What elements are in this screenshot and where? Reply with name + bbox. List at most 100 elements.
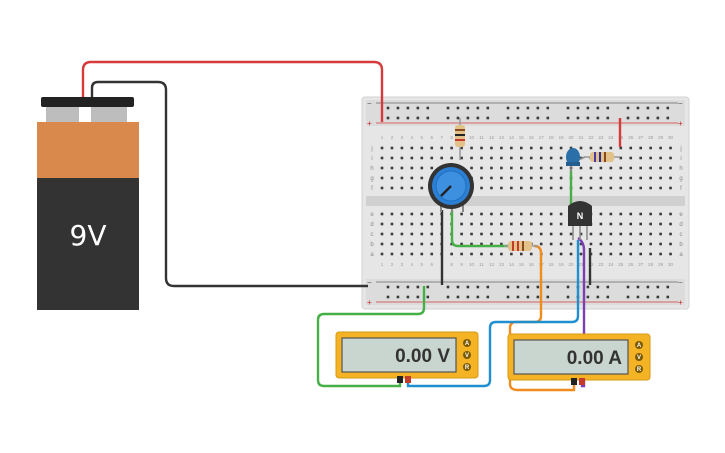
terminal-hole[interactable] xyxy=(500,252,503,256)
terminal-hole[interactable] xyxy=(500,146,503,150)
rail-hole[interactable] xyxy=(446,295,450,299)
terminal-hole[interactable] xyxy=(579,232,583,236)
terminal-hole[interactable] xyxy=(609,222,613,226)
terminal-hole[interactable] xyxy=(420,186,424,190)
terminal-hole[interactable] xyxy=(520,232,523,236)
terminal-hole[interactable] xyxy=(450,252,453,256)
terminal-hole[interactable] xyxy=(470,146,473,150)
terminal-hole[interactable] xyxy=(520,156,523,160)
rail-hole[interactable] xyxy=(536,295,540,299)
terminal-hole[interactable] xyxy=(500,156,503,160)
terminal-hole[interactable] xyxy=(659,242,662,246)
terminal-hole[interactable] xyxy=(629,252,633,256)
terminal-hole[interactable] xyxy=(500,176,503,180)
rail-hole[interactable] xyxy=(416,116,420,120)
terminal-hole[interactable] xyxy=(559,166,563,170)
terminal-hole[interactable] xyxy=(420,212,424,216)
rail-hole[interactable] xyxy=(576,116,580,120)
terminal-hole[interactable] xyxy=(609,176,613,180)
rail-hole[interactable] xyxy=(456,285,460,289)
rail-hole[interactable] xyxy=(656,295,660,299)
terminal-hole[interactable] xyxy=(559,156,563,160)
terminal-hole[interactable] xyxy=(500,232,503,236)
terminal-hole[interactable] xyxy=(510,212,513,216)
rail-hole[interactable] xyxy=(396,116,400,120)
terminal-hole[interactable] xyxy=(629,156,633,160)
rail-hole[interactable] xyxy=(566,116,570,120)
terminal-hole[interactable] xyxy=(410,166,414,170)
terminal-hole[interactable] xyxy=(619,232,623,236)
rail-hole[interactable] xyxy=(486,106,490,110)
rail-hole[interactable] xyxy=(386,285,390,289)
rail-hole[interactable] xyxy=(636,106,640,110)
rail-hole[interactable] xyxy=(446,116,450,120)
terminal-hole[interactable] xyxy=(659,186,662,190)
terminal-hole[interactable] xyxy=(609,242,613,246)
rail-hole[interactable] xyxy=(646,106,650,110)
terminal-hole[interactable] xyxy=(470,212,473,216)
terminal-hole[interactable] xyxy=(619,146,623,150)
terminal-hole[interactable] xyxy=(649,146,652,150)
rail-hole[interactable] xyxy=(626,116,630,120)
terminal-hole[interactable] xyxy=(390,166,394,170)
rail-hole[interactable] xyxy=(546,116,550,120)
terminal-hole[interactable] xyxy=(390,186,394,190)
terminal-hole[interactable] xyxy=(380,232,384,236)
rail-hole[interactable] xyxy=(386,295,390,299)
terminal-hole[interactable] xyxy=(649,166,652,170)
terminal-hole[interactable] xyxy=(490,146,493,150)
terminal-hole[interactable] xyxy=(529,176,533,180)
terminal-hole[interactable] xyxy=(559,232,563,236)
rail-hole[interactable] xyxy=(466,285,470,289)
rail-hole[interactable] xyxy=(516,116,520,120)
terminal-hole[interactable] xyxy=(480,186,483,190)
terminal-hole[interactable] xyxy=(649,242,652,246)
terminal-hole[interactable] xyxy=(609,186,613,190)
wire-blue[interactable] xyxy=(406,240,580,388)
terminal-hole[interactable] xyxy=(380,242,384,246)
terminal-hole[interactable] xyxy=(659,176,662,180)
terminal-hole[interactable] xyxy=(470,156,473,160)
terminal-hole[interactable] xyxy=(480,222,483,226)
rail-hole[interactable] xyxy=(666,116,670,120)
terminal-hole[interactable] xyxy=(430,252,434,256)
terminal-hole[interactable] xyxy=(460,212,463,216)
terminal-hole[interactable] xyxy=(619,156,623,160)
resistor-top[interactable] xyxy=(455,118,465,160)
terminal-hole[interactable] xyxy=(440,156,443,160)
rail-hole[interactable] xyxy=(406,116,410,120)
wires[interactable] xyxy=(81,60,622,392)
terminal-hole[interactable] xyxy=(510,252,513,256)
terminal-hole[interactable] xyxy=(520,176,523,180)
rail-hole[interactable] xyxy=(476,116,480,120)
terminal-hole[interactable] xyxy=(400,176,404,180)
terminal-hole[interactable] xyxy=(400,186,404,190)
terminal-hole[interactable] xyxy=(619,252,623,256)
terminal-hole[interactable] xyxy=(400,212,404,216)
terminal-hole[interactable] xyxy=(559,242,563,246)
rail-hole[interactable] xyxy=(596,116,600,120)
terminal-hole[interactable] xyxy=(619,166,623,170)
rail-hole[interactable] xyxy=(536,285,540,289)
transistor-npn[interactable]: N xyxy=(568,201,592,240)
terminal-hole[interactable] xyxy=(629,212,633,216)
terminal-hole[interactable] xyxy=(629,242,633,246)
rail-hole[interactable] xyxy=(516,285,520,289)
terminal-hole[interactable] xyxy=(599,176,603,180)
rail-hole[interactable] xyxy=(586,285,590,289)
terminal-hole[interactable] xyxy=(649,232,652,236)
terminal-hole[interactable] xyxy=(639,252,642,256)
terminal-hole[interactable] xyxy=(579,242,583,246)
terminal-hole[interactable] xyxy=(649,156,652,160)
terminal-hole[interactable] xyxy=(390,252,394,256)
terminal-hole[interactable] xyxy=(669,242,672,246)
terminal-hole[interactable] xyxy=(549,242,553,246)
terminal-hole[interactable] xyxy=(549,222,553,226)
terminal-hole[interactable] xyxy=(490,156,493,160)
rail-hole[interactable] xyxy=(626,295,630,299)
terminal-hole[interactable] xyxy=(529,146,533,150)
terminal-hole[interactable] xyxy=(619,212,623,216)
terminal-hole[interactable] xyxy=(669,222,672,226)
terminal-hole[interactable] xyxy=(549,232,553,236)
